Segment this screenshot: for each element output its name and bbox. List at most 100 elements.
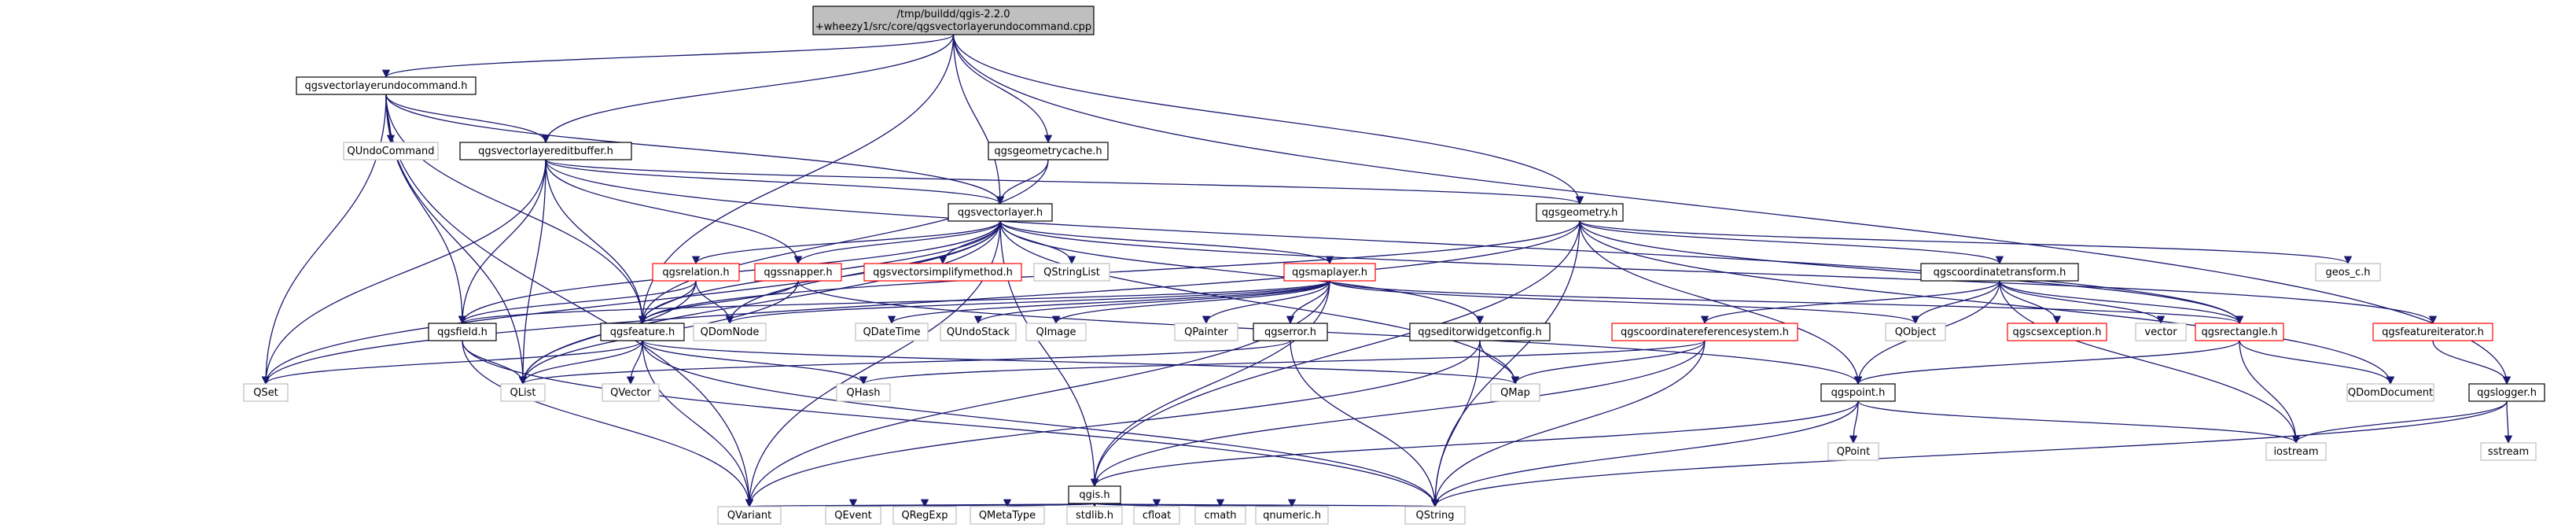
node-qgscoordinatereferencesystem-h[interactable]: qgscoordinatereferencesystem.h [1611,323,1798,341]
node-box [1253,323,1328,341]
node-box [1174,323,1238,341]
include-edge-qgsfeature-h-to-qstring [642,340,1440,508]
node-qnumeric-h: qnumeric.h [1255,506,1329,525]
node-box [2372,323,2493,341]
node-box [892,506,957,525]
node-label: qgsvectorlayerundocommand.h [304,80,467,92]
include-edge-qgsmaplayer-h-to-qundostack [973,280,1330,325]
include-edge-qgsvectorlayer-h-to-qgsvectorsimplifymethod-h [938,220,1001,265]
node-qhash: QHash [836,383,891,402]
node-qgsmaplayer-h[interactable]: qgsmaplayer.h [1283,263,1376,282]
node-box [970,506,1045,525]
node-geos-c-h: geos_c.h [2315,263,2381,282]
node-qvector: QVector [602,383,660,402]
include-edge-root-to-qgsgeometrycache-h [952,34,1053,144]
node-qgscoordinatetransform-h[interactable]: qgscoordinatetransform.h [1920,263,2079,282]
include-edge-qgsfeature-h-to-qset [261,340,643,385]
node-qmetatype: QMetaType [970,506,1045,525]
include-edge-qgsfield-h-to-qvariant [462,340,754,508]
node-box [754,263,842,282]
node-qgseditorwidgetconfig-h[interactable]: qgseditorwidgetconfig.h [1409,323,1551,341]
node-qgsrelation-h[interactable]: qgsrelation.h [652,263,740,282]
include-nodes: /tmp/buildd/qgis-2.2.0+wheezy1/src/core/… [243,6,2545,525]
node-qpainter: QPainter [1174,323,1238,341]
include-edge-qgsvectorlayer-h-to-qgssnapper-h [793,220,1001,265]
node-qgsvectorlayereditbuffer-h[interactable]: qgsvectorlayereditbuffer.h [459,142,632,160]
node-qgsgeometrycache-h[interactable]: qgsgeometrycache.h [988,142,1109,160]
node-box [2007,323,2107,341]
node-qimage: QImage [1025,323,1087,341]
node-qgsfeatureiterator-h[interactable]: qgsfeatureiterator.h [2372,323,2493,341]
include-edge-qgspoint-h-to-qpoint [1849,400,1859,444]
node-qgssnapper-h[interactable]: qgssnapper.h [754,263,842,282]
include-edge-qgsvectorlayer-h-to-qset [261,220,1001,385]
node-box [652,263,740,282]
node-cmath: cmath [1194,506,1246,525]
node-qgserror-h[interactable]: qgserror.h [1253,323,1328,341]
node-box [1885,323,1946,341]
include-edge-qgseditorwidgetconfig-h-to-qvariant [745,340,1481,508]
include-edge-qgsmaplayer-h-to-qgsrectangle-h [1329,280,2243,325]
node-box [940,323,1017,341]
node-label: +wheezy1/src/core/qgsvectorlayerundocomm… [815,21,1091,33]
node-label: geos_c.h [2326,267,2371,278]
include-edge-qgsgeometry-h-to-qdomdocument [1579,220,2395,385]
node-box [825,506,881,525]
include-edge-qgscoordinatereferencesystem-h-to-qgis-h [1090,340,1706,488]
node-qgscsexception-h[interactable]: qgscsexception.h [2007,323,2107,341]
node-label: QStringList [1043,267,1100,278]
node-qgsrectangle-h[interactable]: qgsrectangle.h [2195,323,2284,341]
include-edge-qgspoint-h-to-qstring [1430,400,1859,508]
node-qvariant: QVariant [717,506,782,525]
node-label: qgis.h [1079,489,1110,501]
include-edge-qgsvectorlayer-h-to-qgsrelation-h [691,220,1001,265]
node-iostream: iostream [2265,442,2327,461]
node-label: qgssnapper.h [764,267,832,278]
include-edge-qgscoordinatetransform-h-to-qgscoordinatereferencesystem-h [1700,280,2000,325]
node-box [948,203,1053,222]
node-stdlib-h: stdlib.h [1066,506,1123,525]
node-qgsgeometry-h[interactable]: qgsgeometry.h [1536,203,1624,222]
node-label: qgseditorwidgetconfig.h [1418,326,1542,338]
node-qgsfeature-h[interactable]: qgsfeature.h [600,323,685,341]
node-qgsvectorlayer-h[interactable]: qgsvectorlayer.h [948,203,1053,222]
node-box [812,6,1095,35]
node-box [1194,506,1246,525]
node-root[interactable]: /tmp/buildd/qgis-2.2.0+wheezy1/src/core/… [812,6,1095,35]
include-edge-qgsrelation-h-to-qgsfield-h [458,280,697,325]
node-label: /tmp/buildd/qgis-2.2.0 [896,9,1010,20]
node-label: QSet [253,387,278,399]
node-label: qnumeric.h [1263,510,1321,522]
node-box [2135,323,2187,341]
node-qobject: QObject [1885,323,1946,341]
include-edge-qgis-h-to-qstring [1094,498,1438,508]
node-qregexp: QRegExp [892,506,957,525]
include-edge-qgsvectorlayerundocommand-h-to-qgsfeature-h [385,94,647,325]
node-qgspoint-h[interactable]: qgspoint.h [1820,383,1896,402]
node-qgis-h[interactable]: qgis.h [1068,485,1121,504]
node-vector: vector [2135,323,2187,341]
include-edge-root-to-qgsvectorlayereditbuffer-h [541,34,955,144]
include-edge-root-to-qgsvectorlayerundocommand-h [382,34,955,79]
node-qgsvectorsimplifymethod-h[interactable]: qgsvectorsimplifymethod.h [863,263,1022,282]
node-label: QVector [610,387,651,399]
node-box [1827,442,1879,461]
node-qgslogger-h[interactable]: qgslogger.h [2468,383,2545,402]
node-label: QMap [1500,387,1530,399]
include-edge-qgsfeature-h-to-qvector [626,340,643,385]
include-edge-qgspoint-h-to-qgis-h [1090,400,1859,488]
include-edge-qgsmaplayer-h-to-qpainter [1202,280,1330,325]
node-box [1611,323,1798,341]
node-box [296,76,477,95]
include-edge-qgsfeature-h-to-qvariant [642,340,754,508]
include-edge-qgsmaplayer-h-to-qgis-h [1090,280,1330,488]
include-edge-qgscoordinatereferencesystem-h-to-qhash [859,340,1706,385]
node-qgsfield-h[interactable]: qgsfield.h [428,323,497,341]
include-edge-qgsgeometry-h-to-geos-c-h [1579,220,2352,265]
include-edge-qgsfeatureiterator-h-to-qgslogger-h [2432,340,2512,385]
include-edge-qgsmaplayer-h-to-qgserror-h [1286,280,1330,325]
node-box [855,323,929,341]
node-qgsvectorlayerundocommand-h[interactable]: qgsvectorlayerundocommand.h [296,76,477,95]
node-label: QPoint [1837,446,1871,458]
node-label: qgscoordinatetransform.h [1934,267,2066,278]
